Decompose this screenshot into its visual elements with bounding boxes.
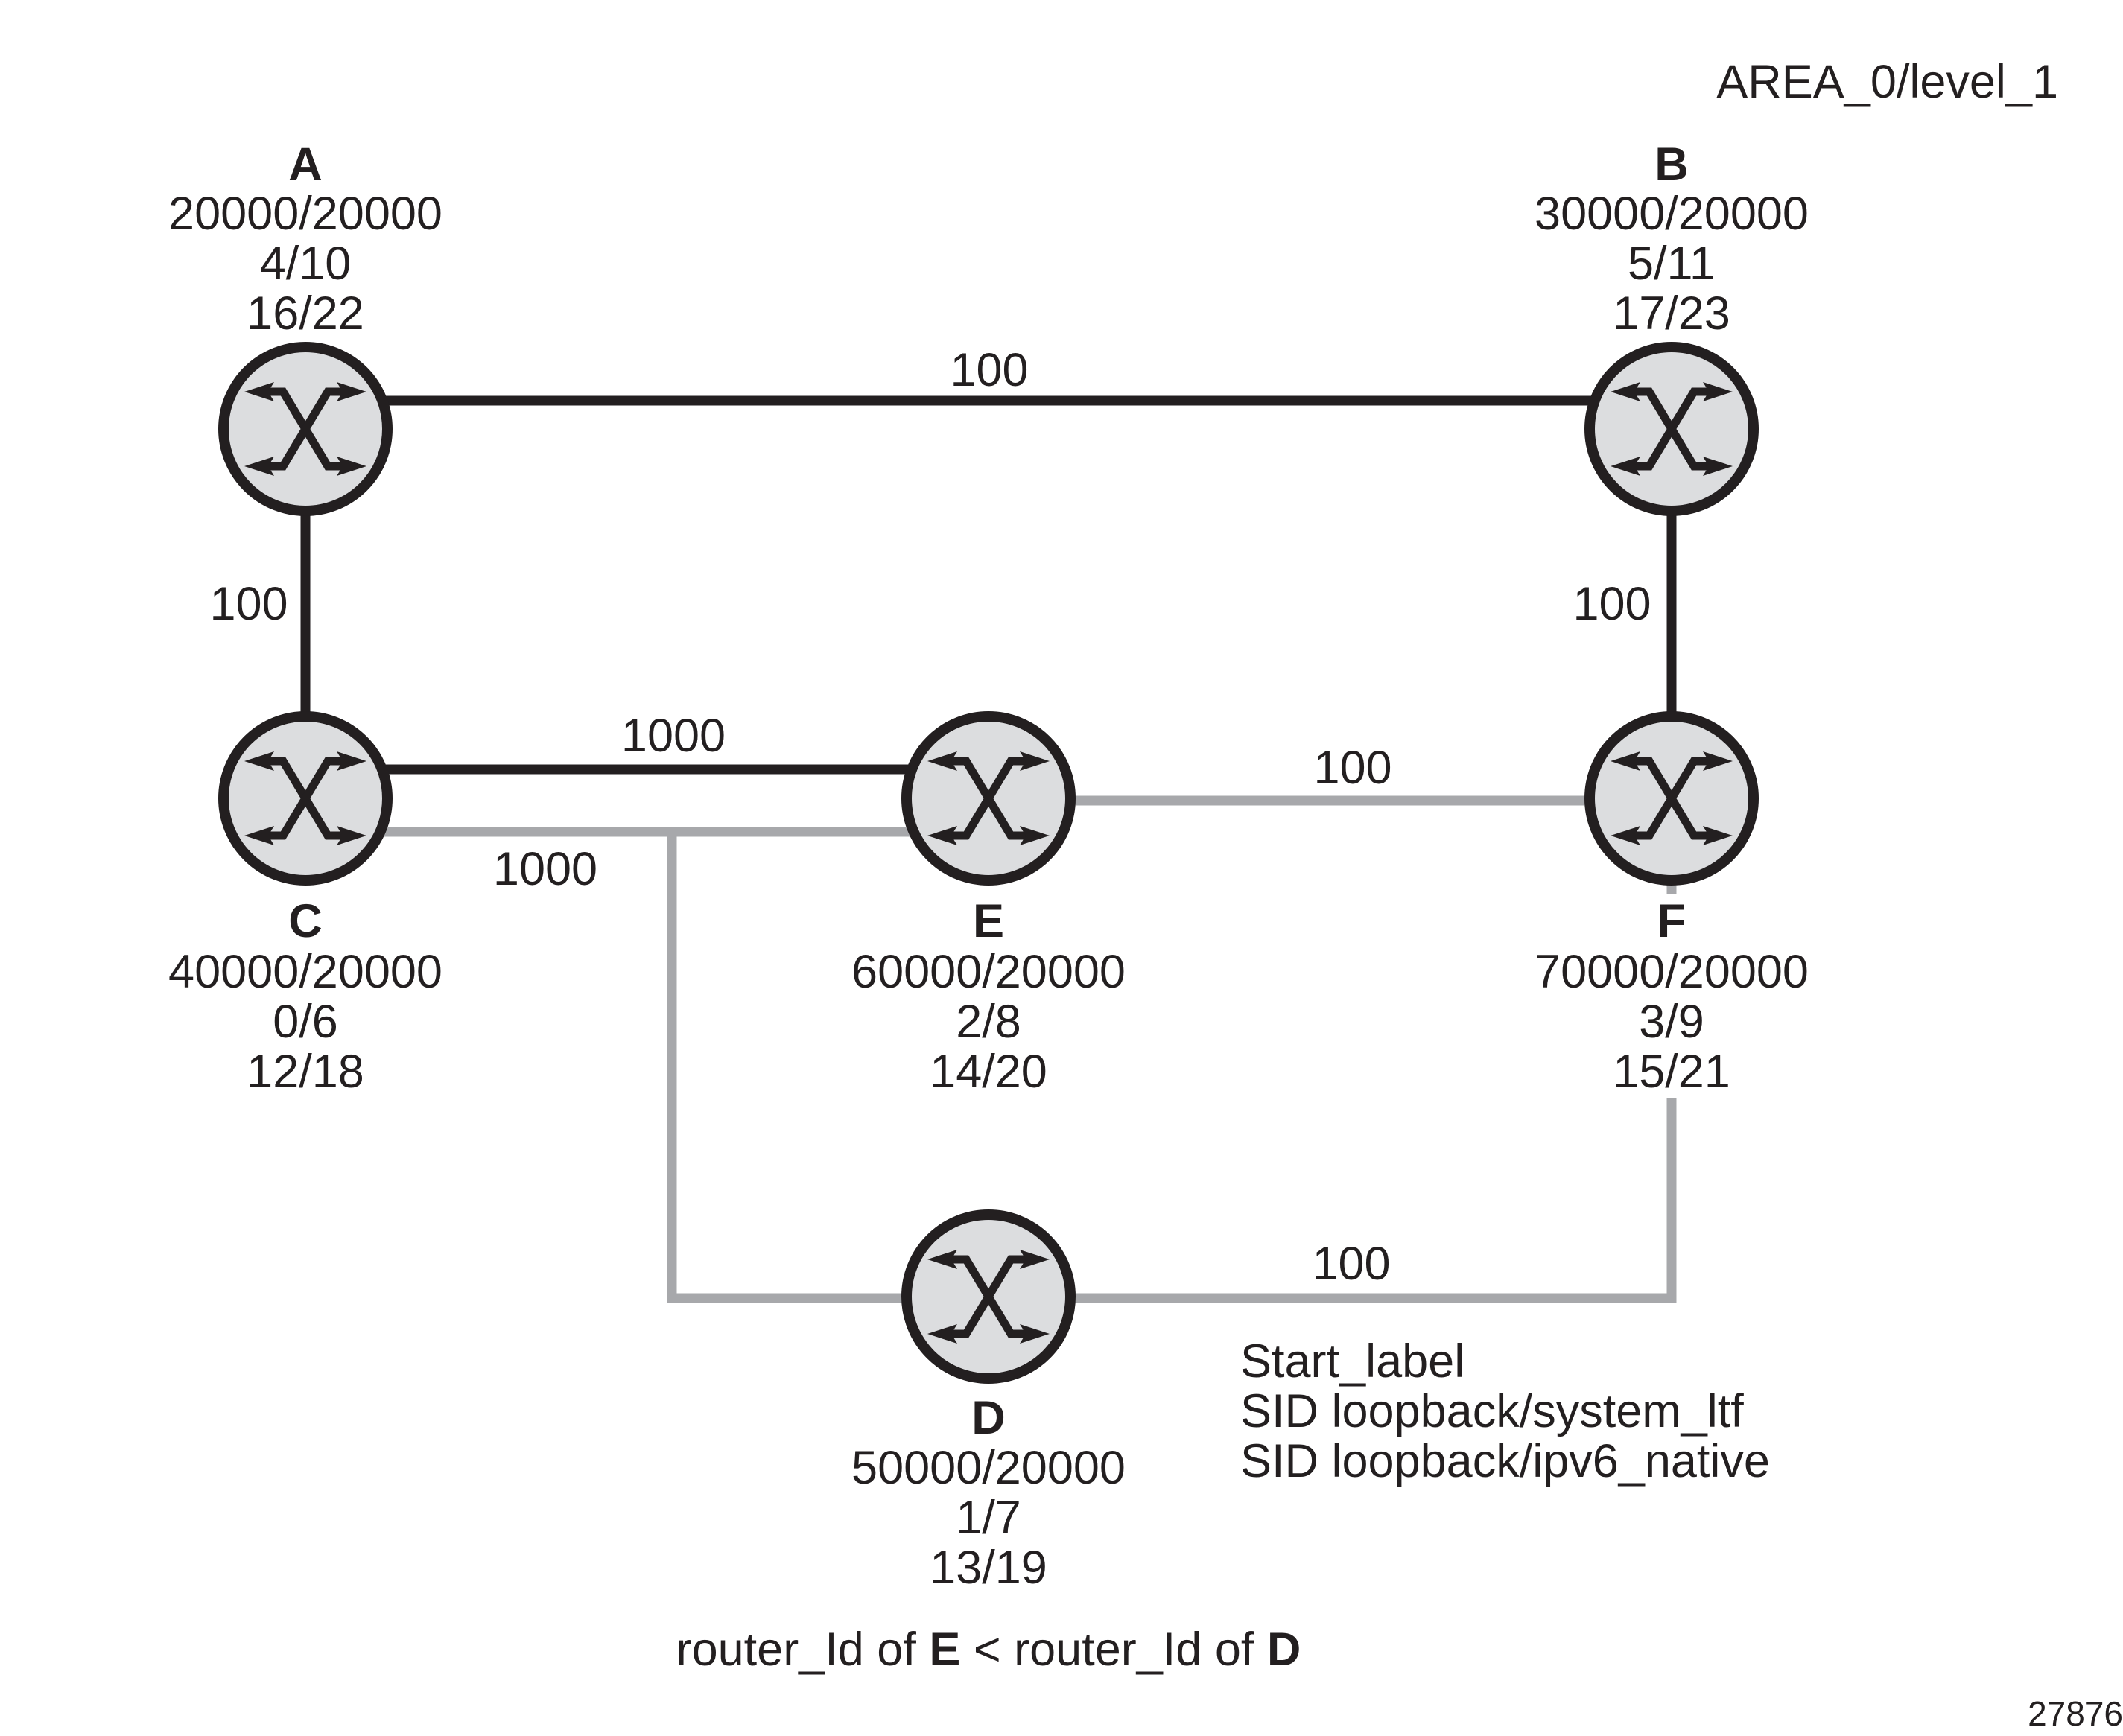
node-name: D [971, 1392, 1006, 1444]
arrow-head-icon [1020, 751, 1050, 771]
arrow-head-icon [927, 826, 957, 845]
arrow-head-icon [1020, 826, 1050, 845]
node-label-a: A 20000/20000 4/10 16/22 [168, 139, 442, 340]
node-name: A [288, 139, 323, 191]
arrow-head-icon [1611, 382, 1640, 401]
router-cross-icon [1627, 387, 1716, 471]
router-cross-icon [944, 757, 1033, 840]
router-cross-icon [261, 387, 350, 471]
metric-d-f: 100 [1312, 1238, 1390, 1290]
arrow-head-icon [337, 751, 366, 771]
arrow-head-icon [1020, 1324, 1050, 1344]
footnote-node-d: D [1267, 1624, 1301, 1676]
arrow-head-icon [927, 751, 957, 771]
arrow-head-icon [337, 382, 366, 401]
router-cross-icon [1627, 757, 1716, 840]
footnote-node-e: E [929, 1624, 960, 1676]
node-sid-v6: 13/19 [930, 1542, 1047, 1594]
legend: Start_label SID loopback/system_ltf SID … [1240, 1335, 1770, 1487]
footnote-prefix: router_Id of [676, 1624, 930, 1676]
router-id-footnote: router_Id of E < router_Id of D [676, 1624, 1301, 1676]
arrow-head-icon [337, 457, 366, 476]
arrow-head-icon [927, 1250, 957, 1269]
node-sid-v6: 12/18 [247, 1046, 364, 1098]
metric-c-e-top: 1000 [621, 710, 726, 762]
arrow-head-icon [1703, 382, 1733, 401]
legend-line-start-label: Start_label [1240, 1335, 1464, 1387]
metric-a-c: 100 [209, 578, 288, 630]
area-label: AREA_0/level_1 [1716, 56, 2058, 108]
node-sid-v6: 16/22 [247, 287, 364, 340]
router-cross-icon [261, 757, 350, 840]
node-srgb: 30000/20000 [1535, 188, 1809, 240]
router-f [1584, 711, 1759, 886]
router-d [901, 1209, 1076, 1384]
router-cross-icon [944, 1255, 1033, 1338]
link-metrics: 100 100 100 1000 1000 100 100 [209, 344, 1651, 1290]
arrow-head-icon [244, 457, 274, 476]
figure-id: 27876 [2028, 1694, 2123, 1733]
node-label-e: E 60000/20000 2/8 14/20 [851, 895, 1126, 1098]
link-ce-to-d [667, 832, 988, 1303]
arrow-head-icon [1611, 826, 1640, 845]
node-name: B [1654, 139, 1689, 191]
router-b [1584, 342, 1759, 516]
node-sid-v4: 3/9 [1639, 996, 1704, 1048]
node-sid-v4: 0/6 [273, 996, 338, 1048]
node-label-b: B 30000/20000 5/11 17/23 [1535, 139, 1809, 340]
node-srgb: 40000/20000 [168, 946, 442, 998]
node-sid-v6: 17/23 [1613, 287, 1730, 340]
metric-a-b: 100 [950, 344, 1028, 396]
arrow-head-icon [927, 1324, 957, 1344]
node-srgb: 60000/20000 [851, 946, 1126, 998]
arrow-head-icon [244, 382, 274, 401]
arrow-head-icon [1020, 1250, 1050, 1269]
node-sid-v4: 2/8 [956, 996, 1021, 1048]
node-srgb: 20000/20000 [168, 188, 442, 240]
footnote-middle: < router_Id of [960, 1624, 1267, 1676]
arrow-head-icon [1703, 751, 1733, 771]
arrow-head-icon [1703, 826, 1733, 845]
node-sid-v6: 15/21 [1613, 1046, 1730, 1098]
node-srgb: 50000/20000 [851, 1442, 1126, 1494]
arrow-head-icon [1703, 457, 1733, 476]
router-c [218, 711, 393, 886]
legend-line-sid-ipv6: SID loopback/ipv6_native [1240, 1435, 1770, 1487]
arrow-head-icon [244, 751, 274, 771]
routers [218, 342, 1759, 1384]
metric-c-e-bottom: 1000 [493, 843, 597, 895]
router-e [901, 711, 1076, 886]
node-sid-v4: 4/10 [260, 238, 352, 290]
node-name: F [1657, 895, 1686, 947]
arrow-head-icon [337, 826, 366, 845]
link-d-f [988, 1098, 1677, 1303]
node-label-f: F 70000/20000 3/9 15/21 [1535, 895, 1809, 1098]
node-name: C [288, 895, 323, 947]
arrow-head-icon [1611, 457, 1640, 476]
arrow-head-icon [1611, 751, 1640, 771]
node-label-d: D 50000/20000 1/7 13/19 [851, 1392, 1126, 1594]
node-sid-v4: 5/11 [1628, 238, 1716, 290]
node-sid-v6: 14/20 [930, 1046, 1047, 1098]
node-sid-v4: 1/7 [956, 1492, 1021, 1544]
node-name: E [973, 895, 1004, 947]
node-srgb: 70000/20000 [1535, 946, 1809, 998]
arrow-head-icon [244, 826, 274, 845]
legend-line-sid-ltf: SID loopback/system_ltf [1240, 1385, 1744, 1437]
node-label-c: C 40000/20000 0/6 12/18 [168, 895, 442, 1098]
metric-e-f: 100 [1313, 742, 1391, 794]
metric-b-f: 100 [1573, 578, 1651, 630]
router-a [218, 342, 393, 516]
